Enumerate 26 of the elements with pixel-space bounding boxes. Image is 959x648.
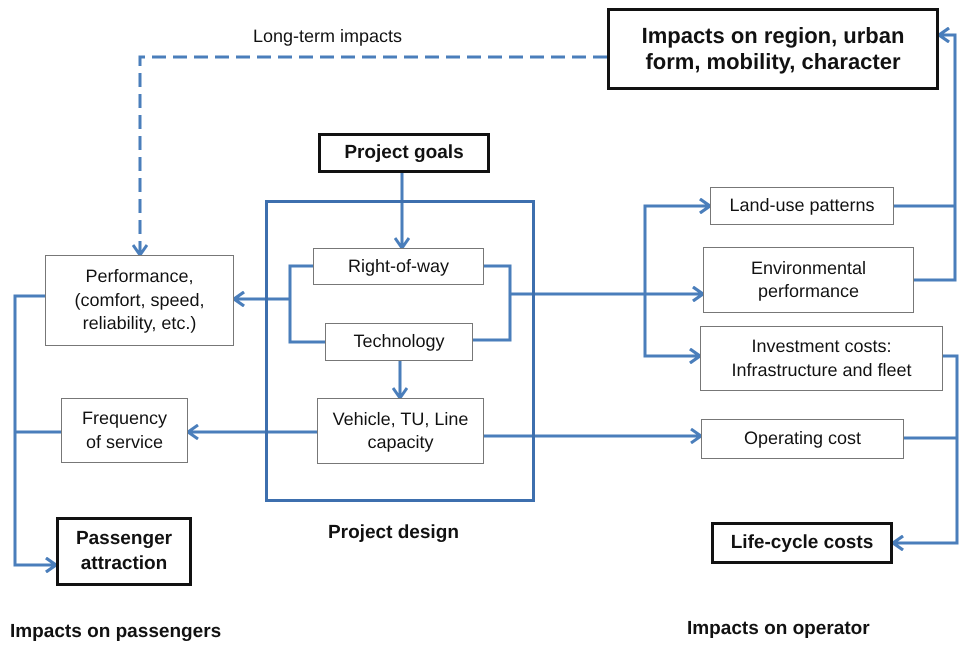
dashed-arrow [132, 56, 607, 256]
arrow [914, 26, 956, 282]
process-box: Technology [325, 323, 473, 361]
arrow [14, 430, 61, 574]
process-box: Vehicle, TU, Line capacity [317, 398, 484, 464]
process-box: Frequency of service [61, 398, 188, 463]
outcome-box: Passenger attraction [56, 517, 192, 586]
process-box: Investment costs: Infrastructure and fleet [700, 326, 943, 391]
section-heading: Impacts on passengers [10, 621, 222, 643]
process-box: Right-of-way [313, 248, 484, 285]
outcome-box: Life-cycle costs [711, 522, 893, 564]
process-box: Performance, (comfort, speed, reliability, etc.) [45, 255, 234, 346]
heading-box: Project goals [318, 133, 490, 173]
arrow [232, 290, 325, 344]
process-box: Environmental performance [703, 247, 914, 313]
arrow [892, 436, 958, 552]
arrow [484, 428, 702, 444]
group-heading: Project design [328, 521, 459, 545]
heading-box: Impacts on region, urban form, mobility, character [607, 8, 939, 90]
arrow [392, 361, 408, 400]
process-box: Operating cost [701, 419, 904, 459]
arrow [186, 424, 317, 440]
section-heading: Impacts on operator [687, 618, 870, 640]
arrow [394, 173, 410, 250]
arrow [473, 292, 702, 364]
process-box: Land-use patterns [710, 187, 894, 225]
